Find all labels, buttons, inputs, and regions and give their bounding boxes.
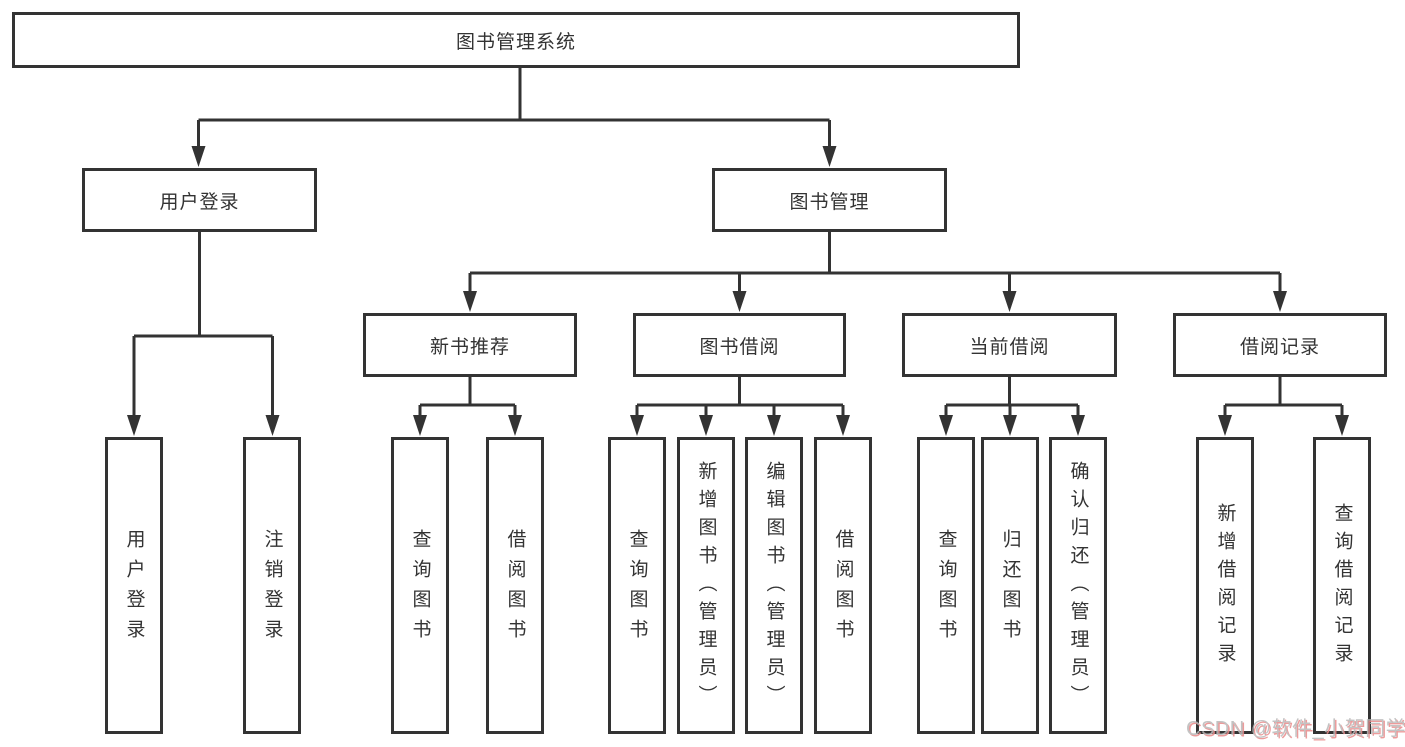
node-borrow-records: 借阅记录 xyxy=(1173,313,1387,377)
leaf-borrow-books: 借阅图书 xyxy=(814,437,872,734)
leaf-query-books-borrow: 查询图书 xyxy=(608,437,666,734)
leaf-user-login: 用户登录 xyxy=(105,437,163,734)
leaf-logout: 注销登录 xyxy=(243,437,301,734)
leaf-borrow-books-recommend: 借阅图书 xyxy=(486,437,544,734)
leaf-confirm-return-admin: 确认归还（管理员） xyxy=(1049,437,1107,734)
leaf-query-borrow-record: 查询借阅记录 xyxy=(1313,437,1371,734)
node-book-management: 图书管理 xyxy=(712,168,947,232)
node-user-login: 用户登录 xyxy=(82,168,317,232)
csdn-watermark: CSDN @软件_小贺同学 xyxy=(1186,718,1405,740)
node-book-borrow: 图书借阅 xyxy=(633,313,846,377)
node-library-management-system: 图书管理系统 xyxy=(12,12,1020,68)
leaf-query-books-recommend: 查询图书 xyxy=(391,437,449,734)
node-current-borrow: 当前借阅 xyxy=(902,313,1117,377)
leaf-return-books: 归还图书 xyxy=(981,437,1039,734)
leaf-query-books-current: 查询图书 xyxy=(917,437,975,734)
leaf-edit-books-admin: 编辑图书（管理员） xyxy=(745,437,803,734)
node-new-book-recommend: 新书推荐 xyxy=(363,313,577,377)
leaf-add-borrow-record: 新增借阅记录 xyxy=(1196,437,1254,734)
leaf-add-books-admin: 新增图书（管理员） xyxy=(677,437,735,734)
